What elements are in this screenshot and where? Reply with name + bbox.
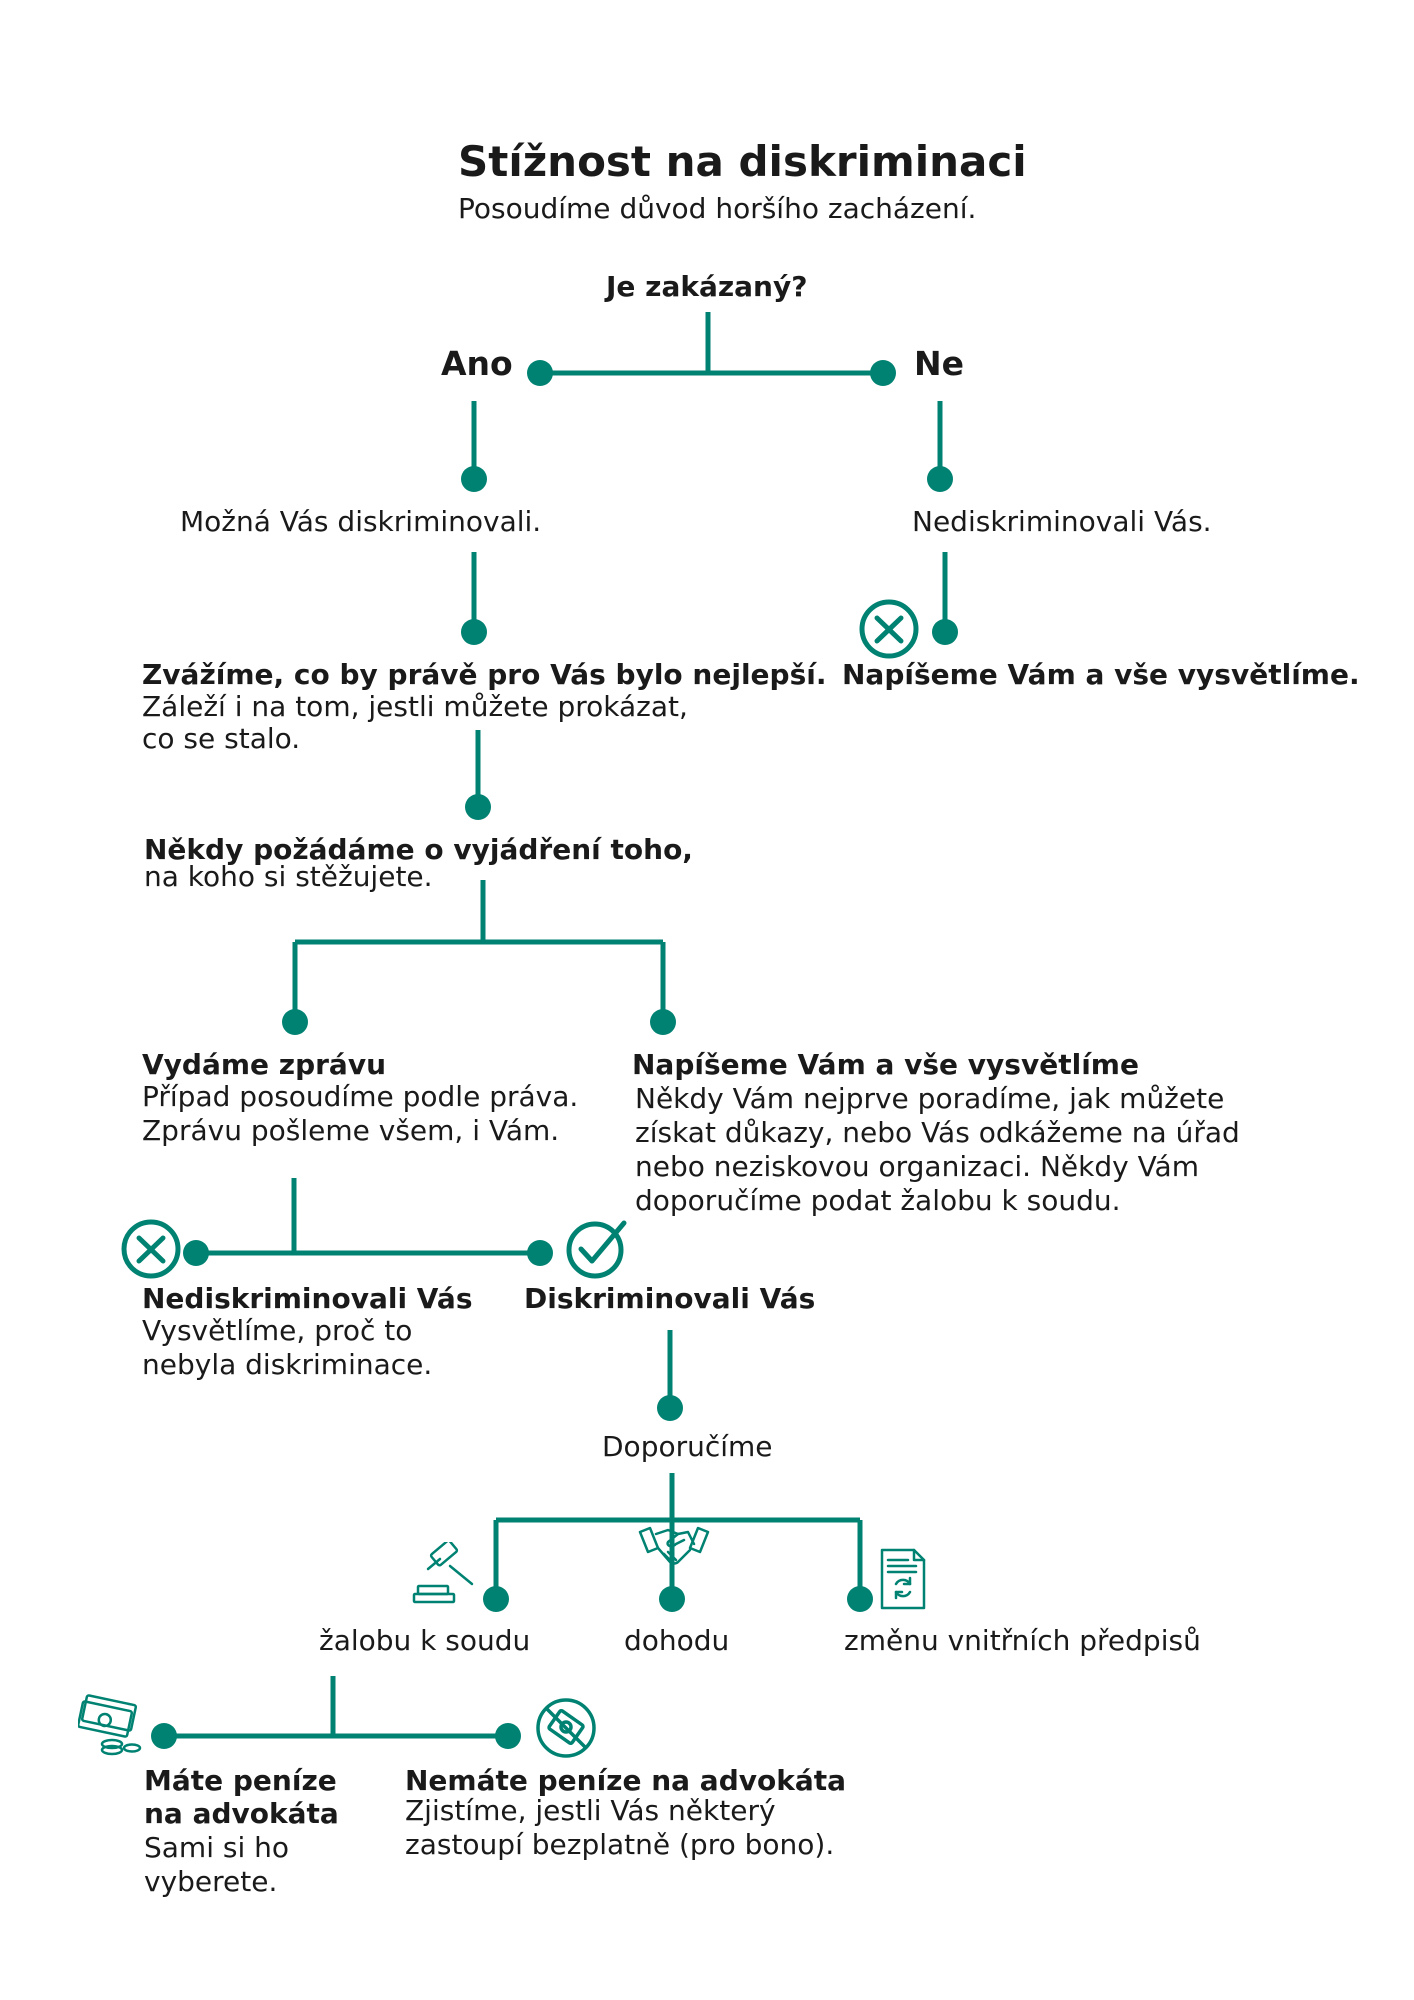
letter-line-2: získat důkazy, nebo Vás odkážeme na úřad [635, 1116, 1240, 1149]
letter-line-4: doporučíme podat žalobu k soudu. [635, 1184, 1121, 1217]
page-title: Stížnost na diskriminaci [458, 137, 1027, 186]
has-money-line-2: vyberete. [144, 1865, 278, 1898]
consider-title: Zvážíme, co by právě pro Vás bylo nejlep… [142, 658, 827, 691]
option-internal-rules: změnu vnitřních předpisů [844, 1624, 1201, 1657]
answer-no-label: Ne [914, 344, 964, 383]
option-lawsuit: žalobu k soudu [319, 1624, 531, 1657]
request-line-2: na koho si stěžujete. [144, 860, 433, 893]
outcome-no-title: Nediskriminovali Vás [142, 1282, 473, 1315]
no-branch-action-text: Napíšeme Vám a vše vysvětlíme. [842, 658, 1360, 691]
report-line-2: Zprávu pošleme všem, i Vám. [142, 1114, 560, 1147]
not-discriminated-text: Nediskriminovali Vás. [912, 505, 1212, 538]
answer-yes-label: Ano [441, 344, 513, 383]
outcome-no-line-2: nebyla diskriminace. [142, 1348, 433, 1381]
page-subtitle: Posoudíme důvod horšího zacházení. [458, 192, 977, 225]
recommend-label: Doporučíme [602, 1430, 773, 1463]
outcome-no-line-1: Vysvětlíme, proč to [142, 1314, 413, 1347]
letter-line-1: Někdy Vám nejprve poradíme, jak můžete [635, 1082, 1225, 1115]
no-money-line-2: zastoupí bezplatně (pro bono). [405, 1828, 835, 1861]
option-agreement: dohodu [624, 1624, 730, 1657]
consider-line-1: Záleží i na tom, jestli můžete prokázat, [142, 690, 688, 723]
cross-circle-icon [120, 1218, 182, 1280]
cross-circle-icon [858, 598, 920, 660]
no-money-title: Nemáte peníze na advokáta [405, 1764, 847, 1797]
has-money-title-2: na advokáta [144, 1797, 339, 1830]
document-refresh-icon [880, 1548, 926, 1610]
money-icon [76, 1692, 146, 1758]
no-money-icon [534, 1696, 598, 1760]
report-title: Vydáme zprávu [142, 1048, 387, 1081]
no-money-line-1: Zjistíme, jestli Vás některý [405, 1794, 776, 1827]
possible-discrimination-text: Možná Vás diskriminovali. [180, 505, 542, 538]
consider-line-2: co se stalo. [142, 722, 301, 755]
check-circle-icon [564, 1215, 630, 1281]
handshake-icon [638, 1524, 710, 1580]
question-label: Je zakázaný? [606, 270, 808, 303]
report-line-1: Případ posoudíme podle práva. [142, 1080, 579, 1113]
has-money-line-1: Sami si ho [144, 1831, 290, 1864]
outcome-yes-title: Diskriminovali Vás [524, 1282, 816, 1315]
letter-title: Napíšeme Vám a vše vysvětlíme [632, 1048, 1139, 1081]
request-title: Někdy požádáme o vyjádření toho, [144, 833, 693, 866]
gavel-icon [412, 1539, 476, 1606]
has-money-title-1: Máte peníze [144, 1764, 337, 1797]
letter-line-3: nebo neziskovou organizaci. Někdy Vám [635, 1150, 1199, 1183]
